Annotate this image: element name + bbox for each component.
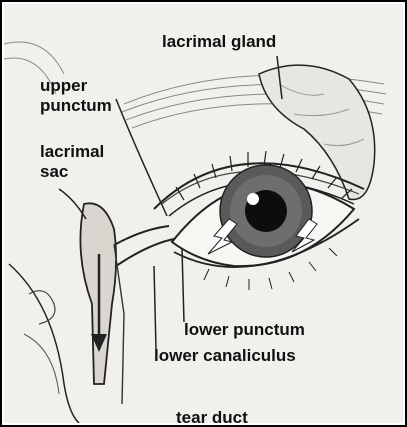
label-lacrimal-sac-line1: lacrimal [40,142,104,161]
label-lacrimal-sac-line2: sac [40,162,68,181]
label-upper-punctum-line1: upper [40,76,87,95]
label-tear-duct: tear duct [176,408,248,423]
label-lower-canaliculus: lower canaliculus [154,346,296,365]
eye-anatomy-illustration: lacrimal gland upper punctum lacrimal sa… [4,4,403,423]
label-lacrimal-gland: lacrimal gland [162,32,276,51]
nose-outline [9,264,79,423]
label-upper-punctum-line2: punctum [40,96,112,115]
label-lower-punctum: lower punctum [184,320,305,339]
canaliculi [116,226,174,266]
eye-highlight [247,193,259,205]
